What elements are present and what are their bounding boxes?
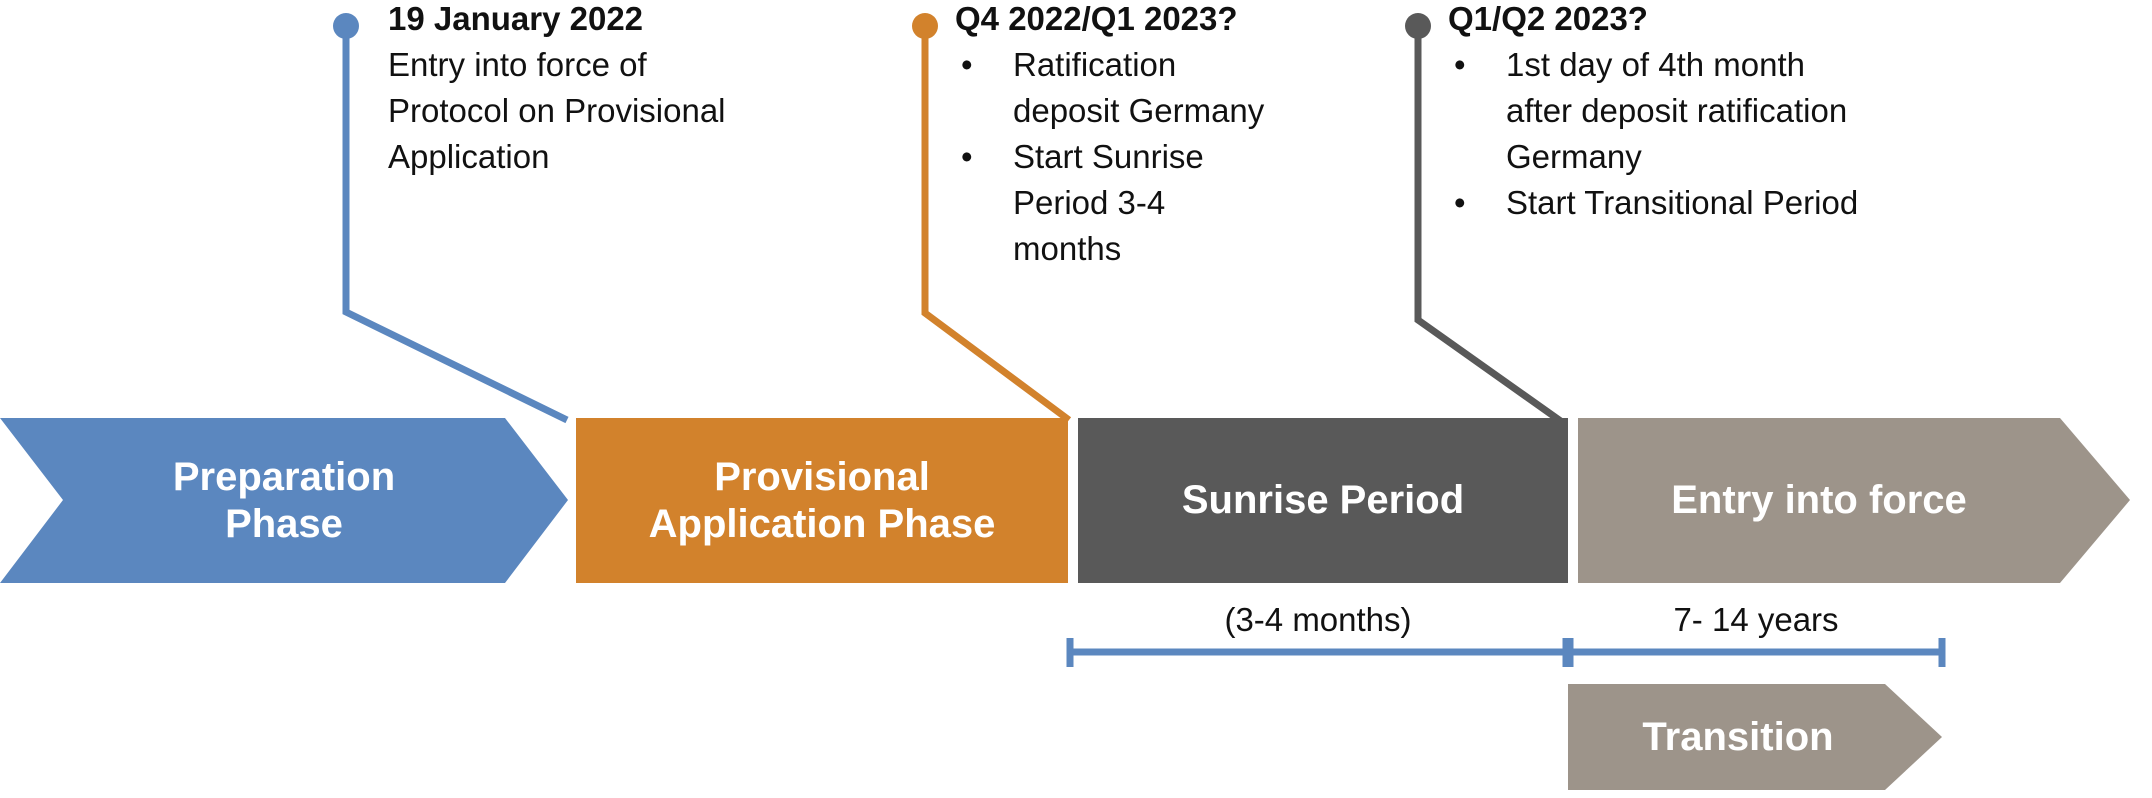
callout-preparation: 19 January 2022 Entry into force of Prot… <box>388 0 808 180</box>
transition-label: Transition <box>1642 714 1834 759</box>
bullet-text-line: deposit Germany <box>1013 92 1265 129</box>
marker-dot-entry-into-force <box>1405 13 1431 39</box>
bracket-label-sunrise-duration: (3-4 months) <box>1224 601 1412 638</box>
marker-dot-preparation <box>333 13 359 39</box>
band-segment-label: Preparation Phase <box>172 454 396 546</box>
bracket-transition-duration <box>1566 638 1946 667</box>
callout-provisional-application: Q4 2022/Q1 2023? • Ratification deposit … <box>955 0 1375 272</box>
bullet-icon: • <box>961 46 973 83</box>
bullet-text-line: 1st day of 4th month <box>1506 46 1806 83</box>
callout-preparation-title: 19 January 2022 <box>388 0 644 37</box>
bullet-text: Start Sunrise Period 3-4 months <box>1013 134 1204 272</box>
bullet-text-line: Start Sunrise <box>1013 138 1204 175</box>
bullet-text-line: Germany <box>1506 138 1642 175</box>
bullet-icon: • <box>961 138 973 175</box>
bullet-text: 1st day of 4th month after deposit ratif… <box>1506 42 1847 180</box>
band-segment-label: Provisional Application Phase <box>648 454 996 546</box>
band-segment-provisional-application-phase[interactable]: Provisional Application Phase <box>576 418 1068 583</box>
band-segment-entry-into-force[interactable]: Entry into force <box>1578 418 2060 583</box>
callout-preparation-line-2: Protocol on Provisional <box>388 92 726 129</box>
bullet-text-line: Ratification <box>1013 46 1177 83</box>
callout-preparation-line-3: Application <box>388 138 550 175</box>
list-item: • Start Transitional Period <box>1448 180 2048 226</box>
bullet-text: Ratification deposit Germany <box>1013 42 1264 134</box>
bullet-icon: • <box>1454 184 1466 221</box>
callout-provisional-application-title: Q4 2022/Q1 2023? <box>955 0 1238 37</box>
callout-entry-into-force-title: Q1/Q2 2023? <box>1448 0 1648 37</box>
bullet-text: Start Transitional Period <box>1506 180 1858 226</box>
bracket-label-transition-duration: 7- 14 years <box>1673 601 1839 638</box>
list-item: • Ratification deposit Germany <box>955 42 1375 134</box>
band-segment-sunrise-period[interactable]: Sunrise Period <box>1078 418 1568 583</box>
bracket-sunrise-duration <box>1066 638 1570 667</box>
band-segment-label: Entry into force <box>1671 478 1967 522</box>
list-item: • Start Sunrise Period 3-4 months <box>955 134 1375 272</box>
transition-arrow[interactable]: Transition <box>1568 684 1908 790</box>
band-segment-label: Sunrise Period <box>1181 478 1465 522</box>
callout-provisional-application-bullets: • Ratification deposit Germany • Start S… <box>955 42 1375 272</box>
bullet-text-line: after deposit ratification <box>1506 92 1848 129</box>
marker-dot-provisional-application <box>912 13 938 39</box>
callout-preparation-line-1: Entry into force of <box>388 46 647 83</box>
bullet-text-line: months <box>1013 230 1122 267</box>
band-segment-preparation-phase[interactable]: Preparation Phase <box>0 418 568 583</box>
bullet-text-line: Period 3-4 <box>1013 184 1166 221</box>
callout-entry-into-force-bullets: • 1st day of 4th month after deposit rat… <box>1448 42 2048 226</box>
callout-entry-into-force: Q1/Q2 2023? • 1st day of 4th month after… <box>1448 0 2048 226</box>
list-item: • 1st day of 4th month after deposit rat… <box>1448 42 2048 180</box>
bullet-text-line: Start Transitional Period <box>1506 184 1859 221</box>
bullet-icon: • <box>1454 46 1466 83</box>
